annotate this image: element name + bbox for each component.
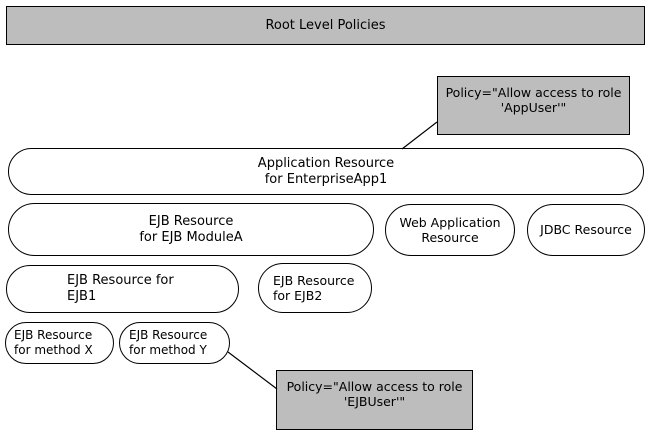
policy-callout-appuser-text: Policy="Allow access to role 'AppUser'"	[445, 85, 622, 116]
node-ejb-module-resource: EJB Resource for EJB ModuleA	[8, 203, 374, 256]
node-jdbc-resource: JDBC Resource	[527, 204, 645, 256]
node-ejb-resource-method-x-label: EJB Resource for method X	[14, 328, 93, 357]
root-level-policies-bar: Root Level Policies	[6, 6, 645, 45]
root-level-policies-label: Root Level Policies	[265, 18, 386, 33]
policy-callout-appuser: Policy="Allow access to role 'AppUser'"	[437, 76, 630, 135]
node-jdbc-resource-label: JDBC Resource	[540, 222, 632, 238]
node-ejb2-resource: EJB Resource for EJB2	[258, 263, 372, 313]
connector-ejbuser-policy	[227, 351, 278, 390]
connector-appuser-policy	[401, 121, 438, 150]
node-ejb-resource-method-y-label: EJB Resource for method Y	[129, 328, 208, 357]
node-application-resource: Application Resource for EnterpriseApp1	[8, 148, 644, 195]
policy-callout-ejbuser-text: Policy="Allow access to role 'EJBUser'"	[286, 379, 463, 410]
node-application-resource-label: Application Resource for EnterpriseApp1	[257, 155, 395, 187]
node-ejb2-resource-label: EJB Resource for EJB2	[273, 272, 355, 303]
node-ejb-resource-method-y: EJB Resource for method Y	[119, 322, 230, 364]
node-ejb-module-resource-label: EJB Resource for EJB ModuleA	[139, 213, 243, 245]
node-web-application-resource: Web Application Resource	[385, 204, 515, 256]
node-ejb1-resource-label: EJB Resource for EJB1	[67, 273, 174, 304]
node-ejb1-resource: EJB Resource for EJB1	[6, 265, 239, 313]
node-web-application-resource-label: Web Application Resource	[399, 214, 501, 245]
policy-callout-ejbuser: Policy="Allow access to role 'EJBUser'"	[276, 370, 473, 430]
node-ejb-resource-method-x: EJB Resource for method X	[5, 322, 114, 364]
